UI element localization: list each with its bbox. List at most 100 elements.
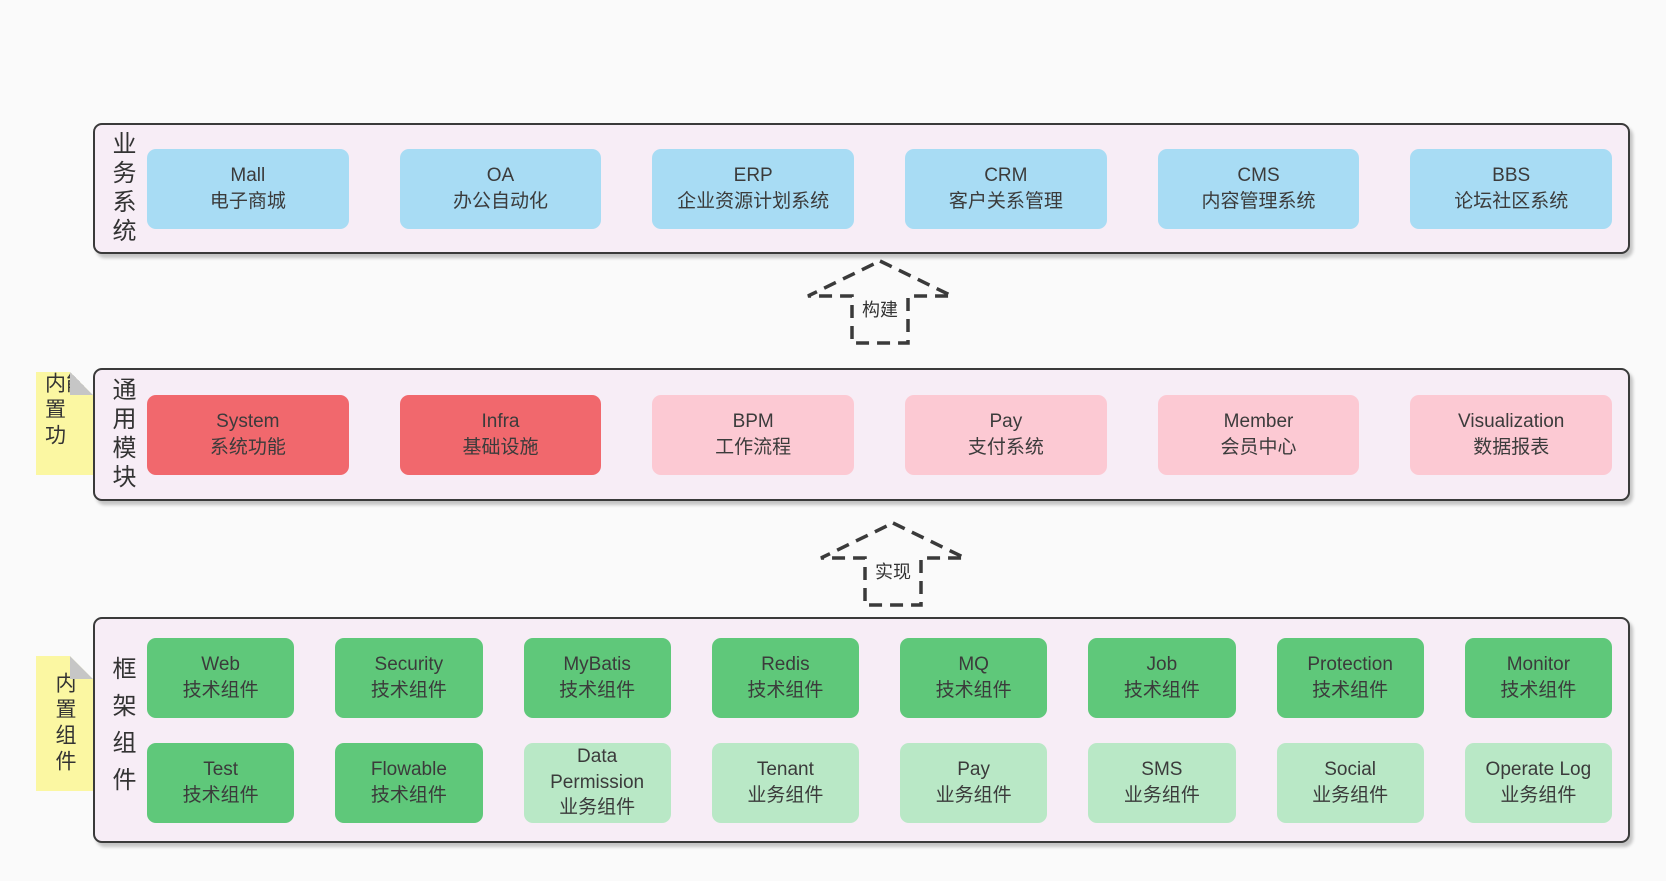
box-job: Job 技术组件 xyxy=(1088,637,1236,718)
layer-label-column: 通用模块 xyxy=(95,377,147,493)
box-title: Data Permission xyxy=(550,745,645,793)
box-subtitle: 基础设施 xyxy=(462,436,539,458)
box-bbs: BBS 论坛社区系统 xyxy=(1410,148,1613,229)
layer-label-column: 框架组件 xyxy=(95,656,147,804)
box-subtitle: 业务组件 xyxy=(1312,784,1389,806)
components-row-1: Web 技术组件 Security 技术组件 MyBatis 技术组件 Redi… xyxy=(147,637,1612,718)
layer-label-business-systems: 业务系统 xyxy=(108,130,135,247)
box-mybatis: MyBatis 技术组件 xyxy=(523,637,671,718)
note-label: 内置组件 xyxy=(53,671,76,776)
business-boxes-row: Mall 电子商城 OA 办公自动化 ERP 企业资源计划系统 CRM 客户关系… xyxy=(147,148,1628,229)
box-title: MyBatis xyxy=(563,653,631,675)
box-flowable: Flowable 技术组件 xyxy=(335,742,483,823)
box-oa: OA 办公自动化 xyxy=(399,148,602,229)
box-title: SMS xyxy=(1141,758,1183,780)
box-bpm: BPM 工作流程 xyxy=(652,394,855,475)
box-subtitle: 业务组件 xyxy=(559,797,636,819)
box-tenant: Tenant 业务组件 xyxy=(711,742,859,823)
box-member: Member 会员中心 xyxy=(1157,394,1360,475)
box-test: Test 技术组件 xyxy=(147,742,295,823)
sticky-note-built-in-features: 内置功能 xyxy=(36,372,93,475)
box-title: Security xyxy=(374,653,444,675)
box-security: Security 技术组件 xyxy=(335,637,483,718)
layer-label-common-modules: 通用模块 xyxy=(108,376,135,493)
box-title: Mall xyxy=(230,164,266,186)
box-title: Redis xyxy=(761,653,810,675)
arrow-label: 实现 xyxy=(872,557,914,586)
box-subtitle: 技术组件 xyxy=(559,679,636,701)
box-subtitle: 技术组件 xyxy=(1312,679,1389,701)
box-subtitle: 技术组件 xyxy=(182,784,259,806)
box-visualization: Visualization 数据报表 xyxy=(1410,394,1613,475)
box-title: BPM xyxy=(732,410,774,432)
box-cms: CMS 内容管理系统 xyxy=(1157,148,1360,229)
box-mq: MQ 技术组件 xyxy=(900,637,1048,718)
box-subtitle: 技术组件 xyxy=(370,784,447,806)
box-title: System xyxy=(216,410,280,432)
box-subtitle: 内容管理系统 xyxy=(1201,190,1316,212)
box-title: Protection xyxy=(1307,653,1393,675)
box-sms: SMS 业务组件 xyxy=(1088,742,1236,823)
box-title: OA xyxy=(486,164,515,186)
box-infra: Infra 基础设施 xyxy=(399,394,602,475)
layer-common-modules: 通用模块 System 系统功能 Infra 基础设施 BPM 工作流程 Pay… xyxy=(93,368,1630,501)
box-subtitle: 业务组件 xyxy=(747,784,824,806)
box-title: Web xyxy=(201,653,240,675)
box-subtitle: 业务组件 xyxy=(935,784,1012,806)
layer-framework-components: 框架组件 Web 技术组件 Security 技术组件 MyBatis 技术组件… xyxy=(93,617,1630,843)
sticky-note-built-in-components: 内置组件 xyxy=(36,656,93,791)
box-social: Social 业务组件 xyxy=(1276,742,1424,823)
box-pay-business: Pay 业务组件 xyxy=(900,742,1048,823)
box-subtitle: 会员中心 xyxy=(1220,436,1297,458)
box-subtitle: 技术组件 xyxy=(1123,679,1200,701)
box-title: MQ xyxy=(958,653,989,675)
dashed-up-arrow-icon xyxy=(807,259,953,345)
components-rows: Web 技术组件 Security 技术组件 MyBatis 技术组件 Redi… xyxy=(147,637,1628,823)
box-subtitle: 数据报表 xyxy=(1473,436,1550,458)
box-subtitle: 技术组件 xyxy=(370,679,447,701)
box-crm: CRM 客户关系管理 xyxy=(905,148,1107,229)
box-erp: ERP 企业资源计划系统 xyxy=(652,148,855,229)
box-subtitle: 业务组件 xyxy=(1500,784,1577,806)
box-title: Pay xyxy=(957,758,990,780)
box-title: BBS xyxy=(1492,164,1531,186)
box-monitor: Monitor 技术组件 xyxy=(1464,637,1612,718)
box-subtitle: 系统功能 xyxy=(209,436,286,458)
box-redis: Redis 技术组件 xyxy=(711,637,859,718)
box-title: Monitor xyxy=(1506,653,1571,675)
box-subtitle: 电子商城 xyxy=(209,190,286,212)
components-row-2: Test 技术组件 Flowable 技术组件 Data Permission … xyxy=(147,742,1612,823)
box-pay: Pay 支付系统 xyxy=(905,394,1107,475)
box-title: Visualization xyxy=(1458,410,1565,432)
box-title: Job xyxy=(1146,653,1178,675)
box-subtitle: 技术组件 xyxy=(747,679,824,701)
box-title: Test xyxy=(203,758,239,780)
box-system: System 系统功能 xyxy=(147,394,349,475)
box-title: Infra xyxy=(481,410,520,432)
box-subtitle: 办公自动化 xyxy=(453,190,549,212)
arrow-implement: 实现 xyxy=(818,520,968,608)
layer-business-systems: 业务系统 Mall 电子商城 OA 办公自动化 ERP 企业资源计划系统 CRM… xyxy=(93,123,1630,254)
box-subtitle: 客户关系管理 xyxy=(948,190,1063,212)
box-title: ERP xyxy=(733,164,773,186)
box-title: Tenant xyxy=(756,758,814,780)
box-title: Pay xyxy=(989,410,1023,432)
box-subtitle: 技术组件 xyxy=(1500,679,1577,701)
box-title: CMS xyxy=(1237,164,1280,186)
layer-label-column: 业务系统 xyxy=(95,131,147,247)
box-web: Web 技术组件 xyxy=(147,637,295,718)
box-subtitle: 支付系统 xyxy=(967,436,1044,458)
box-title: Member xyxy=(1223,410,1294,432)
box-subtitle: 工作流程 xyxy=(715,436,792,458)
arrow-label: 构建 xyxy=(859,295,901,324)
box-subtitle: 技术组件 xyxy=(935,679,1012,701)
dashed-up-arrow-icon xyxy=(820,521,966,607)
box-subtitle: 技术组件 xyxy=(182,679,259,701)
box-subtitle: 企业资源计划系统 xyxy=(677,190,830,212)
box-title: Flowable xyxy=(370,758,447,780)
box-operate-log: Operate Log 业务组件 xyxy=(1464,742,1612,823)
box-subtitle: 业务组件 xyxy=(1123,784,1200,806)
box-title: CRM xyxy=(984,164,1028,186)
box-title: Social xyxy=(1324,758,1376,780)
